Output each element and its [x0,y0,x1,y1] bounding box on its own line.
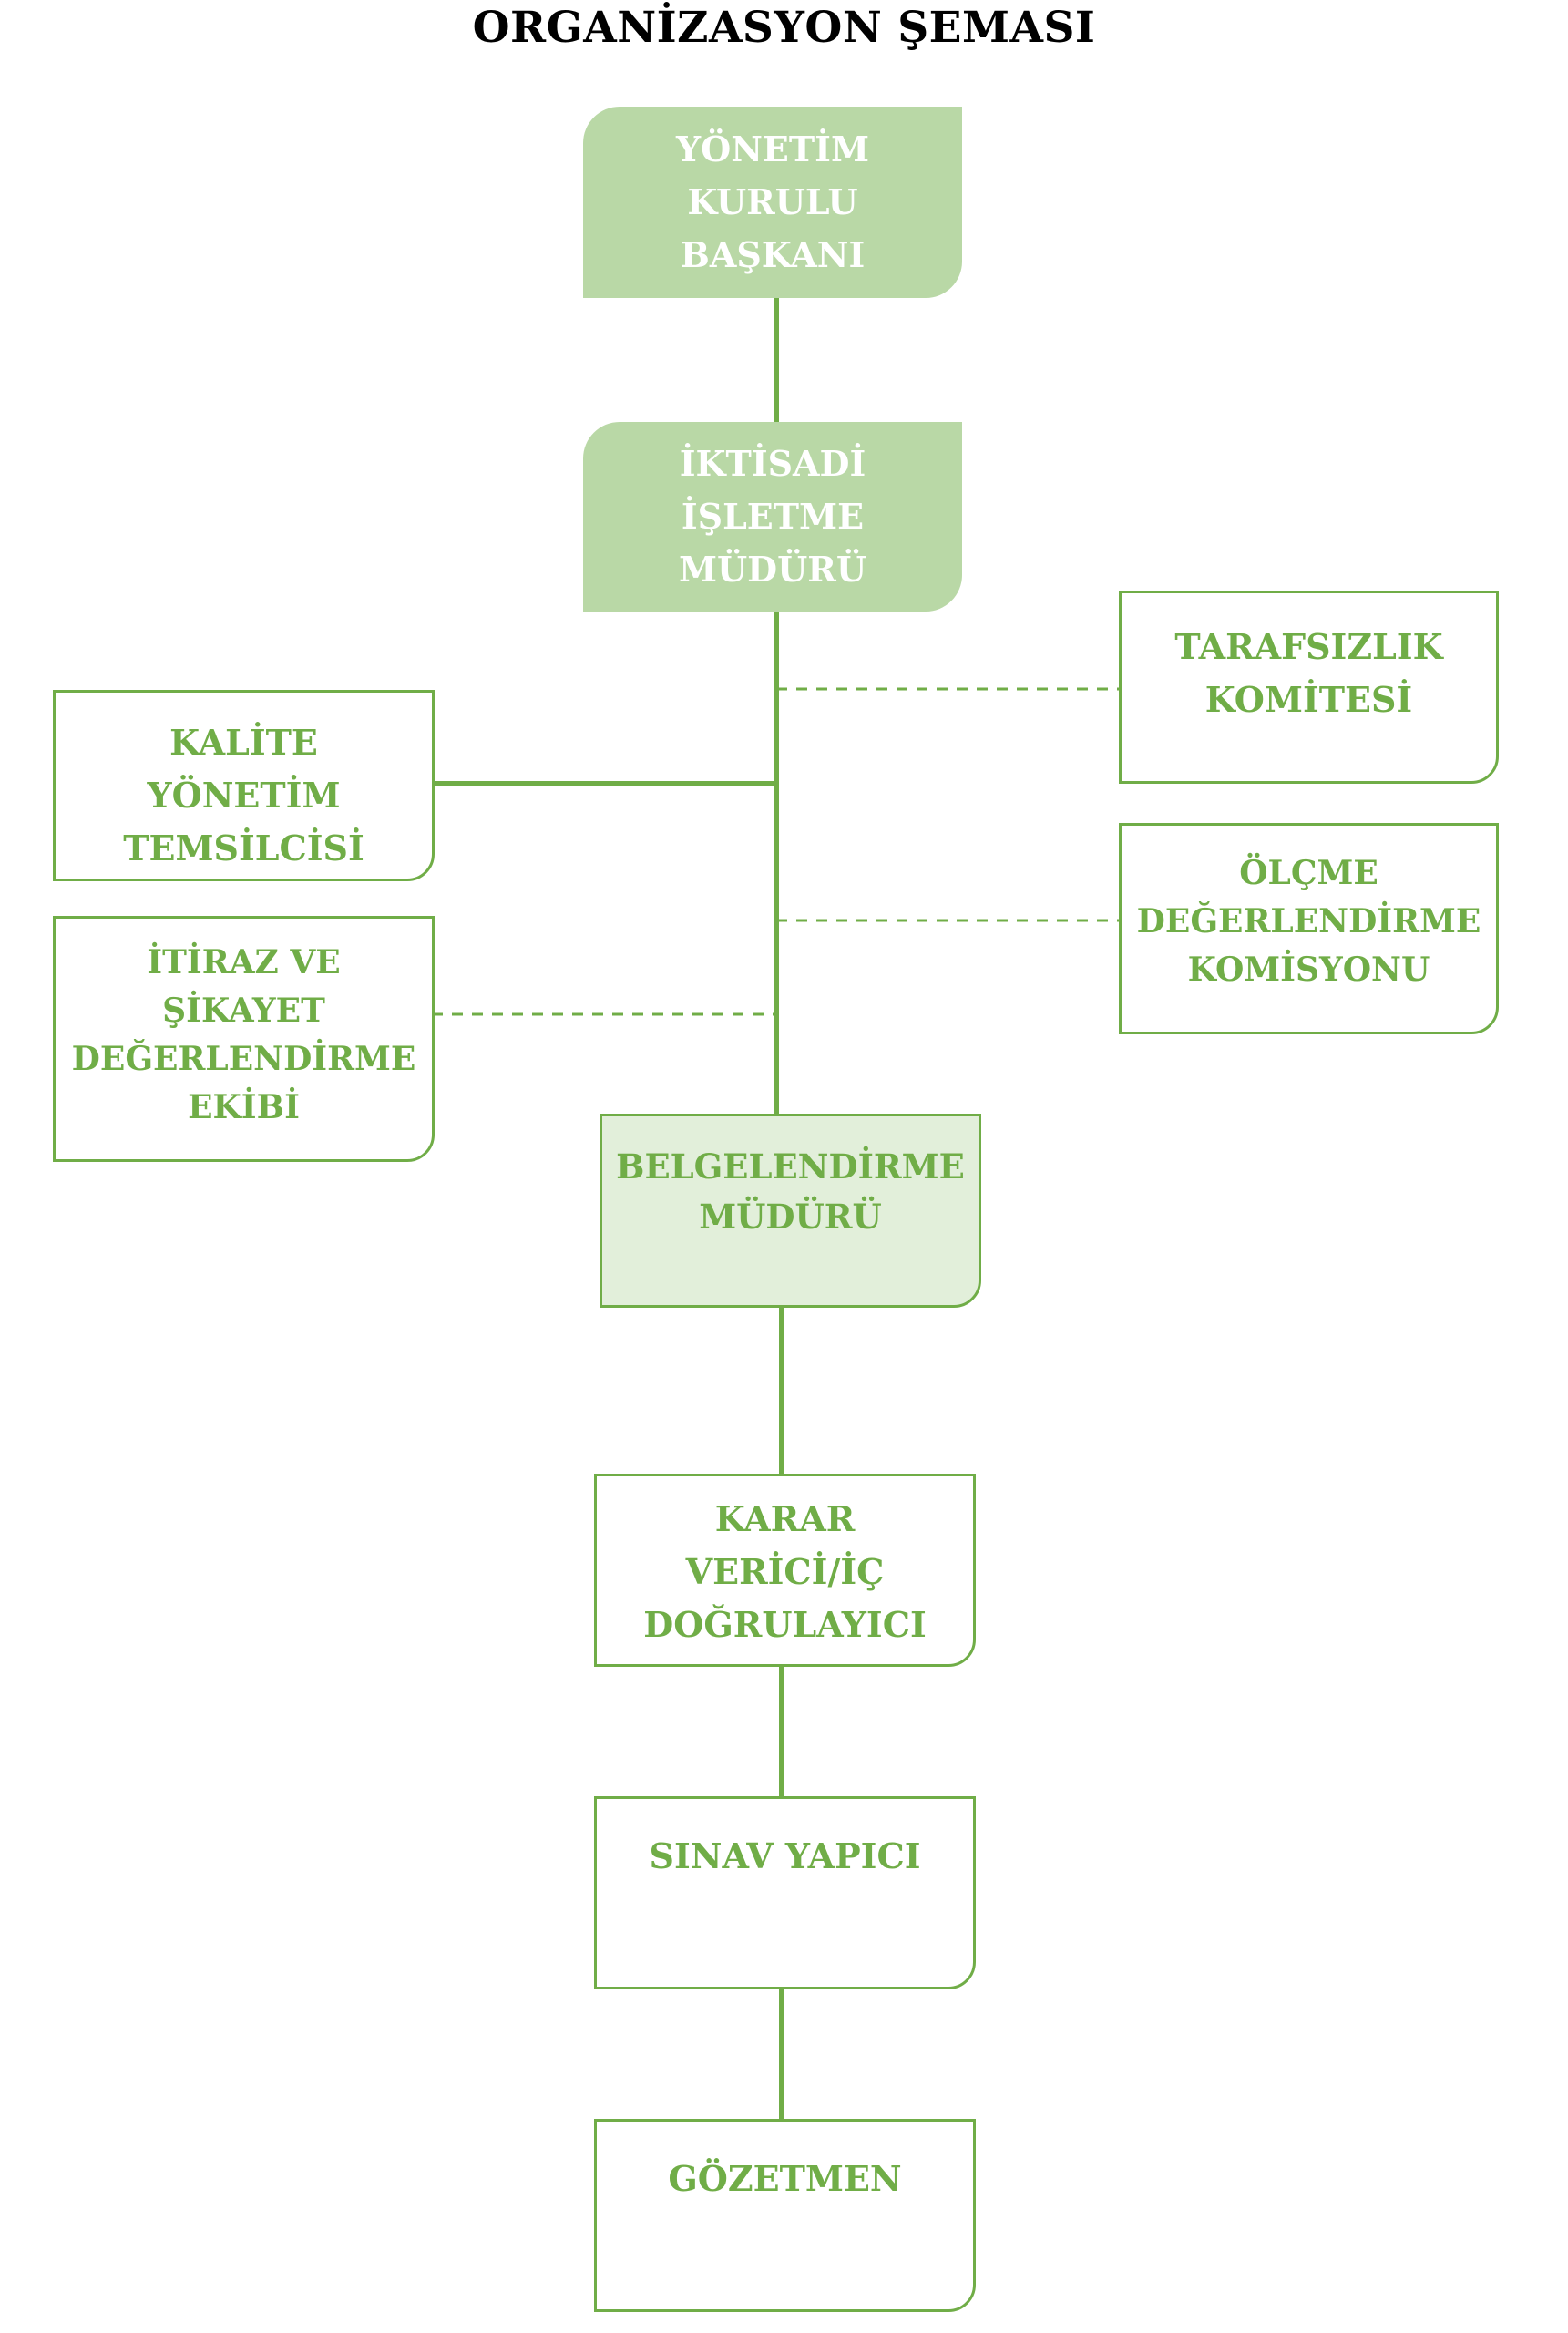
node-examiner: SINAV YAPICI [594,1796,976,1989]
node-measurement-evaluation-commission: ÖLÇME DEĞERLENDİRME KOMİSYONU [1119,823,1499,1034]
node-enterprise-manager: İKTİSADİ İŞLETME MÜDÜRÜ [583,422,962,612]
node-label-line: VERİCİ/İÇ [685,1551,885,1592]
node-label-line: TEMSİLCİSİ [123,827,364,868]
node-label-line: ÖLÇME [1239,854,1378,892]
node-label-line: İŞLETME [681,496,865,537]
node-label-line: BELGELENDİRME [616,1146,965,1187]
node-label-line: TARAFSIZLIK [1174,626,1443,667]
node-decision-maker-internal-verifier: KARAR VERİCİ/İÇ DOĞRULAYICI [594,1474,976,1667]
node-label-line: İKTİSADİ [679,443,866,484]
node-label-line: MÜDÜRÜ [699,1197,882,1237]
node-board-chairman: YÖNETİM KURULU BAŞKANI [583,107,962,298]
node-label-line: EKİBİ [188,1088,300,1126]
node-label-line: İTİRAZ VE [147,943,341,982]
node-quality-management-representative: KALİTE YÖNETİM TEMSİLCİSİ [53,690,435,881]
node-proctor: GÖZETMEN [594,2119,976,2312]
node-label-line: KURULU [687,181,858,222]
node-label-line: SINAV YAPICI [649,1835,921,1876]
node-label-line: KOMİTESİ [1204,679,1413,720]
node-label-line: GÖZETMEN [668,2158,902,2199]
node-label-line: ŞİKAYET [162,992,325,1030]
node-label-line: YÖNETİM [675,128,870,170]
node-label-line: DOĞRULAYICI [643,1604,927,1645]
page-title: ORGANİZASYON ŞEMASI [472,3,1096,53]
node-label-line: KOMİSYONU [1187,951,1430,989]
node-label-line: DEĞERLENDİRME [71,1040,416,1078]
node-label-line: MÜDÜRÜ [678,549,866,590]
node-certification-manager: BELGELENDİRME MÜDÜRÜ [600,1114,981,1308]
node-label-line: KALİTE [169,722,318,763]
node-appeals-complaints-team: İTİRAZ VE ŞİKAYET DEĞERLENDİRME EKİBİ [53,916,435,1162]
node-impartiality-committee: TARAFSIZLIK KOMİTESİ [1119,591,1499,784]
node-label-line: BAŞKANI [680,234,866,275]
node-label-line: KARAR [714,1498,856,1539]
node-label-line: DEĞERLENDİRME [1136,902,1481,940]
node-label-line: YÖNETİM [147,775,341,816]
